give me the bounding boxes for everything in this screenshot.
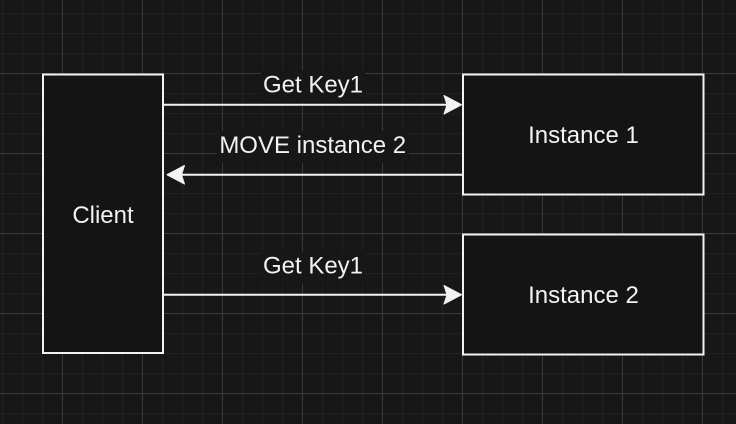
svg-text:Instance 2: Instance 2 [528,282,639,309]
svg-text:Get Key1: Get Key1 [263,253,363,280]
svg-text:Get Key1: Get Key1 [263,72,363,99]
svg-text:MOVE instance 2: MOVE instance 2 [219,132,406,159]
svg-text:Instance 1: Instance 1 [528,122,639,149]
svg-text:Client: Client [72,202,134,229]
